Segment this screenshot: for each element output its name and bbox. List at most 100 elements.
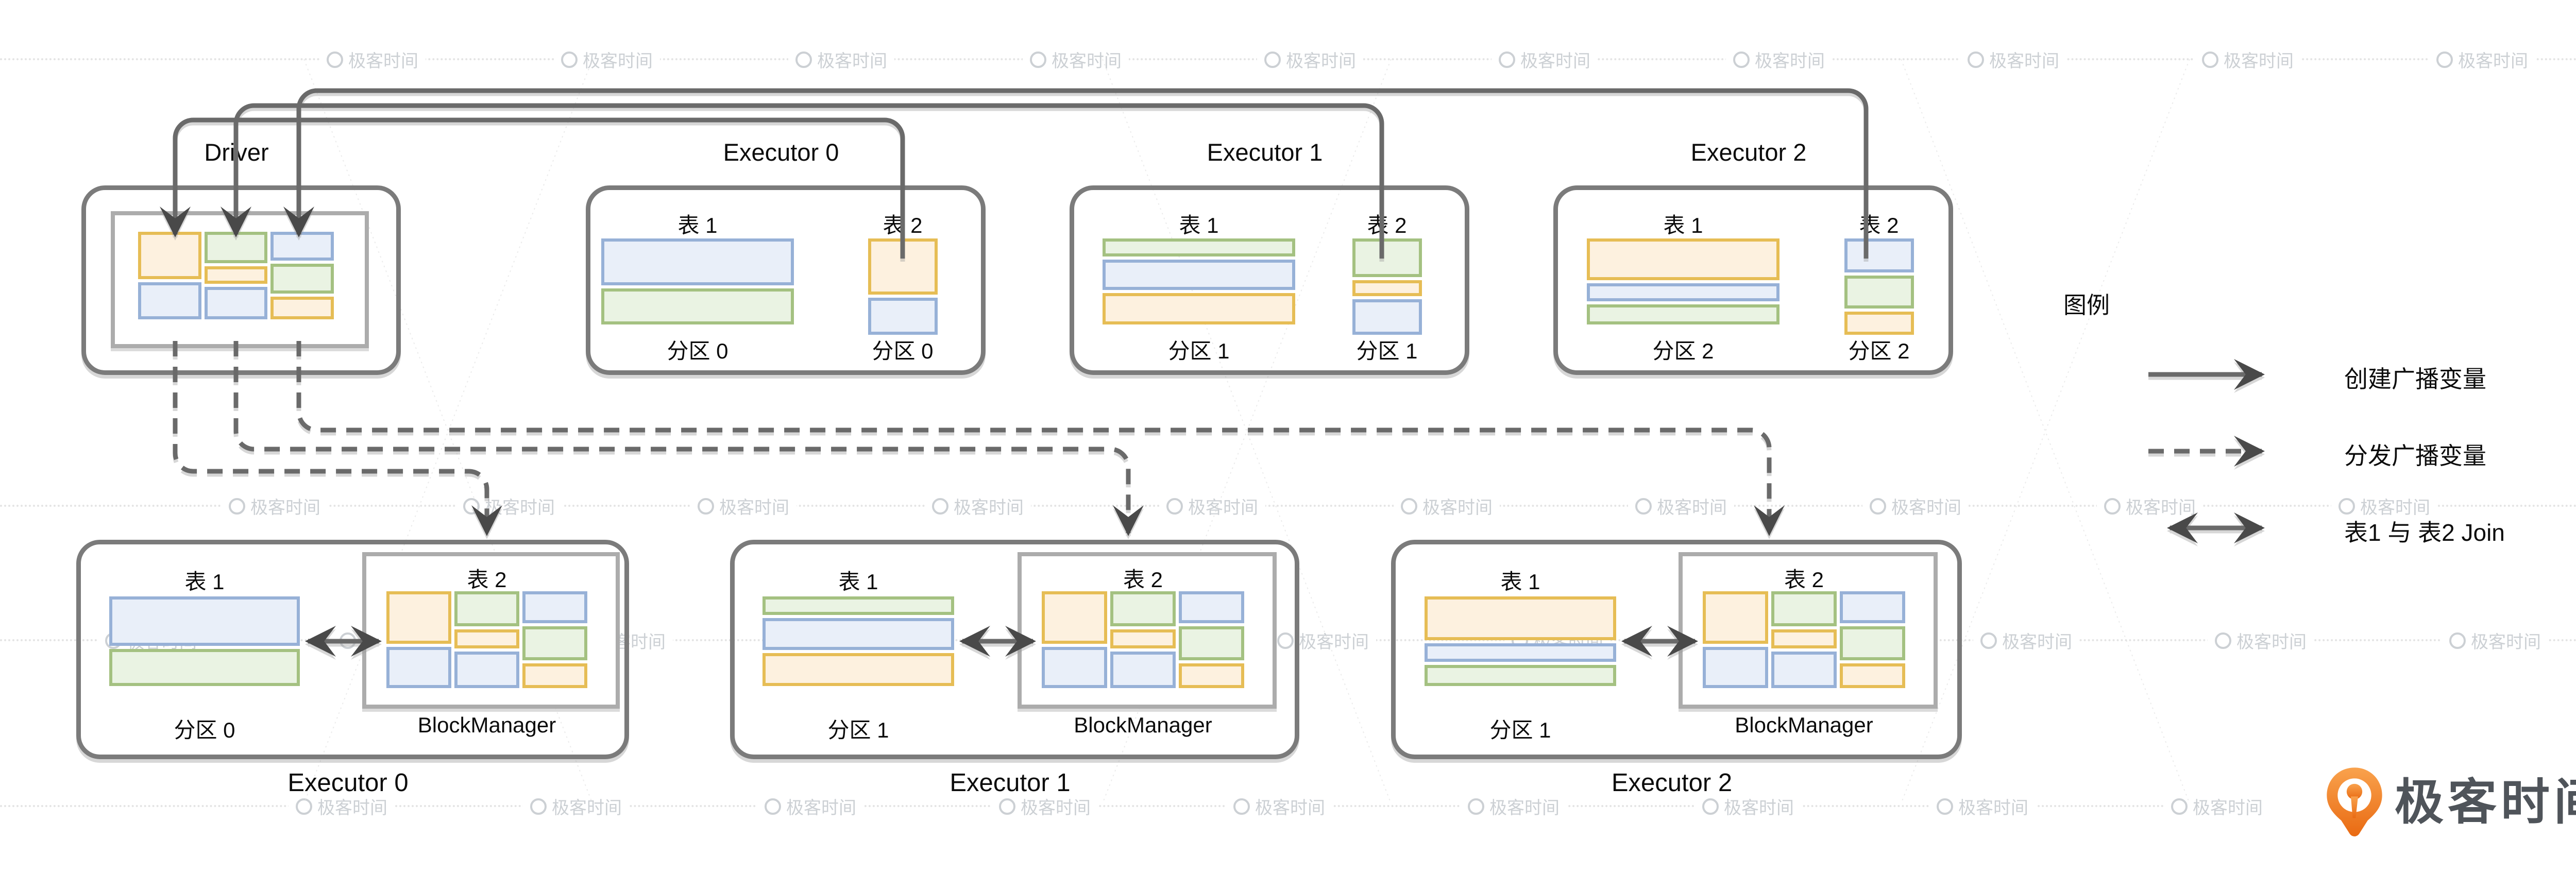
driver-box — [81, 185, 401, 375]
orange-block — [454, 629, 519, 649]
watermark-text: 极客时间 — [954, 498, 1024, 518]
mosaic-column — [138, 232, 201, 319]
watermark-dotted-line — [0, 805, 2257, 807]
executor-bottom-1-blockmanager-label: BlockManager — [1074, 713, 1212, 737]
watermark: 极客时间 — [2331, 493, 2437, 519]
create-broadcast-arrow-executor1 — [221, 103, 1384, 259]
watermark-pin-icon — [1937, 798, 1953, 815]
watermark-text: 极客时间 — [1891, 498, 1961, 518]
geektime-logo-text: 极客时间 — [2395, 775, 2576, 830]
mosaic-column — [1110, 591, 1176, 688]
geektime-logo: 极客时间 — [2324, 766, 2576, 838]
executor-bottom-1-partition-label: 分区 1 — [827, 718, 889, 742]
executor-top-0-box — [586, 185, 986, 375]
watermark: 极客时间 — [1695, 794, 1801, 819]
watermark: 极客时间 — [1461, 794, 1567, 819]
watermark: 极客时间 — [1023, 47, 1129, 72]
blue-block — [601, 238, 794, 286]
orange-block — [1110, 629, 1176, 649]
distribute-broadcast-arrow-executor0 — [173, 341, 502, 536]
watermark-text: 极客时间 — [2193, 798, 2263, 818]
executor-bottom-1-table2-label: 表 2 — [1123, 568, 1163, 592]
executor-top-1-table1 — [1103, 238, 1295, 324]
executor-bottom-0-table2-label: 表 2 — [467, 568, 507, 592]
watermark-text: 极客时间 — [2360, 498, 2430, 518]
watermark-pin-icon — [2449, 632, 2466, 649]
watermark-pin-icon — [2215, 632, 2231, 649]
watermark: 极客时间 — [2442, 628, 2548, 653]
watermark: 极客时间 — [1492, 47, 1598, 72]
watermark-pin-icon — [1870, 498, 1886, 515]
green-block — [1179, 626, 1244, 660]
watermark: 极客时间 — [2164, 794, 2270, 819]
mosaic-column — [1179, 591, 1244, 689]
watermark: 极客时间 — [2429, 47, 2535, 72]
blue-block — [204, 286, 268, 319]
watermark-pin-icon — [2171, 798, 2188, 815]
blue-block — [1110, 652, 1176, 688]
executor-top-2-table1-label: 表 1 — [1663, 213, 1703, 237]
watermark-pin-icon — [765, 798, 781, 815]
blue-block — [1844, 238, 1914, 273]
green-block — [454, 591, 519, 626]
executor-bottom-0-table1 — [109, 596, 300, 686]
watermark-pin-icon — [530, 798, 547, 815]
blue-block — [1352, 299, 1422, 335]
blue-block — [109, 596, 300, 646]
watermark-pin-icon — [1635, 498, 1652, 515]
watermark-text: 极客时间 — [2224, 52, 2294, 71]
watermark: 极客时间 — [690, 493, 796, 519]
watermark: 极客时间 — [2208, 628, 2314, 653]
executor-top-2-box — [1553, 185, 1953, 375]
executor-bottom-1-title: Executor 1 — [950, 769, 1071, 797]
orange-block — [204, 266, 268, 284]
mosaic-column — [386, 591, 451, 688]
executor-bottom-2-box — [1391, 540, 1962, 759]
blue-block — [1179, 591, 1244, 624]
watermark-pin-icon — [1702, 798, 1719, 815]
green-block — [1425, 665, 1616, 686]
watermark: 极客时间 — [1159, 493, 1265, 519]
executor-top-0-table1 — [601, 238, 794, 324]
orange-block — [386, 591, 451, 644]
green-block — [522, 626, 587, 660]
watermark-pin-icon — [327, 51, 343, 68]
executor-top-1-box — [1070, 185, 1469, 375]
watermark: 极客时间 — [788, 47, 894, 72]
executor-top-2-title: Executor 2 — [1690, 139, 1807, 166]
watermark-pin-icon — [296, 798, 312, 815]
executor-bottom-1-table1 — [762, 596, 954, 686]
executor-top-1-partition1-label: 分区 1 — [1168, 339, 1230, 363]
watermark-text: 极客时间 — [817, 52, 887, 71]
watermark-text: 极客时间 — [1657, 498, 1727, 518]
watermark-text: 极客时间 — [1422, 498, 1493, 518]
watermark-text: 极客时间 — [1989, 52, 2059, 71]
create-broadcast-arrow-executor2 — [283, 88, 1869, 259]
watermark-text: 极客时间 — [1755, 52, 1825, 71]
watermark-text: 极客时间 — [250, 498, 320, 518]
orange-block — [138, 232, 201, 279]
watermark-pin-icon — [1968, 51, 1984, 68]
executor-bottom-2-table2-label: 表 2 — [1784, 568, 1824, 592]
watermark-text: 极客时间 — [1299, 632, 1369, 652]
watermark: 极客时间 — [222, 493, 328, 519]
executor-top-2-partition2-label: 分区 2 — [1848, 339, 1910, 363]
orange-block — [1703, 591, 1768, 644]
geektime-pin-icon — [2327, 767, 2382, 836]
watermark: 极客时间 — [1726, 47, 1832, 72]
watermark-pin-icon — [1733, 51, 1750, 68]
watermark-text: 极客时间 — [2002, 632, 2072, 652]
green-block — [1103, 238, 1295, 256]
orange-block — [1844, 311, 1914, 335]
watermark: 极客时间 — [925, 493, 1031, 519]
green-block — [270, 263, 334, 294]
watermark: 极客时间 — [1226, 794, 1332, 819]
executor-bottom-0-blockmanager-label: BlockManager — [417, 713, 556, 737]
watermark-text: 极客时间 — [317, 798, 387, 818]
green-block — [1840, 626, 1905, 660]
orange-block — [762, 653, 954, 686]
watermark: 极客时间 — [1973, 628, 2079, 653]
green-block — [1587, 304, 1780, 324]
watermark-text: 极客时间 — [1021, 798, 1091, 818]
